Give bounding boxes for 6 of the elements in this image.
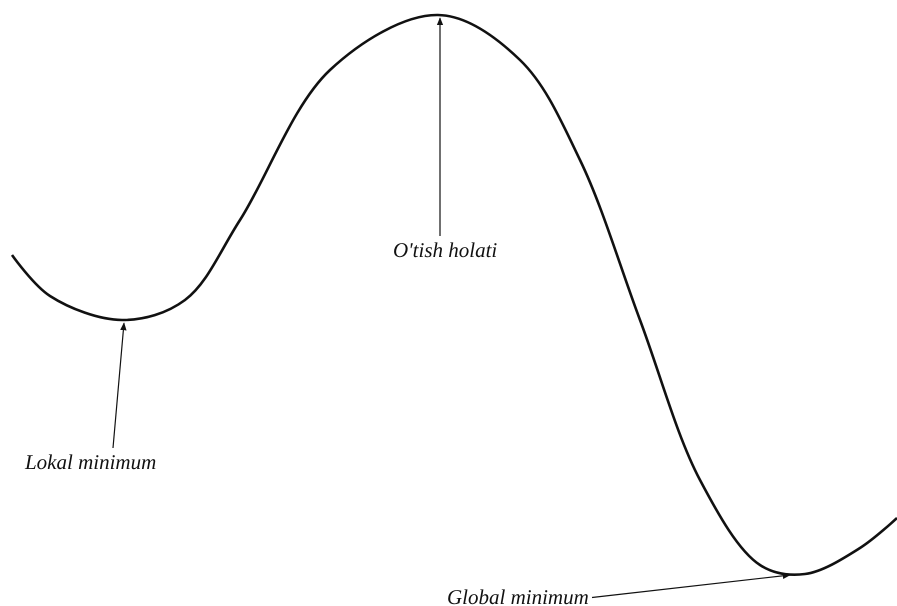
callout-label: Global minimum [447,587,589,606]
leader-line [592,572,791,598]
callout-label: O'tish holati [393,240,498,261]
leader-line [112,322,127,448]
leader-line [436,17,444,236]
callout-label: Lokal minimum [25,452,156,473]
